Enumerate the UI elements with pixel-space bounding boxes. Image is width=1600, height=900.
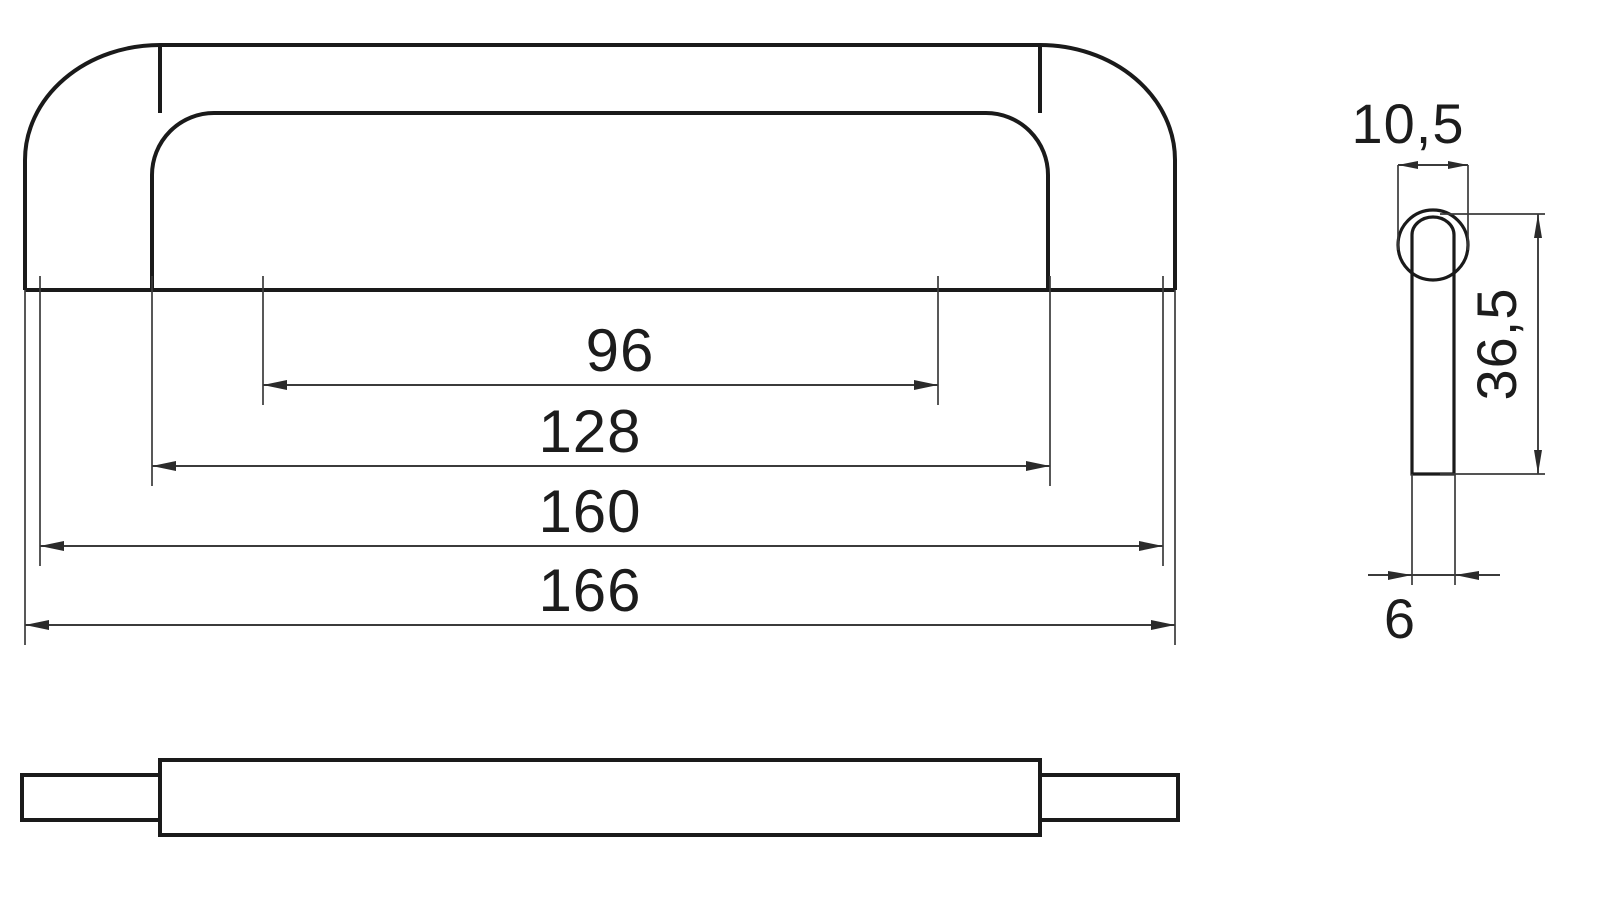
dim-128-label: 128 [538, 398, 641, 465]
plan-right-leg [1038, 773, 1180, 822]
side-profile-view [1396, 208, 1470, 476]
plan-center-grip [158, 758, 1042, 837]
dim-365-arrow-bottom [1534, 450, 1542, 474]
dim-160-label: 160 [538, 478, 641, 545]
dim-160-arrow-right [1139, 541, 1163, 551]
side-leg-profile [1410, 215, 1456, 476]
dimension-36-5: 36,5 [1465, 214, 1542, 474]
dim-96-label: 96 [586, 317, 655, 384]
dim-105-arrow-left [1398, 161, 1418, 169]
dim-6-arrow-right [1455, 571, 1479, 580]
front-view-extension-lines [24, 276, 1176, 645]
dimension-10-5: 10,5 [1352, 92, 1468, 169]
bottom-plan-view [20, 758, 1180, 837]
handle-outer-profile [23, 43, 1177, 290]
dimension-6: 6 [1368, 571, 1500, 650]
dim-128-arrow-left [152, 461, 176, 471]
dimension-160: 160 [40, 478, 1163, 551]
dim-96-arrow-right [914, 380, 938, 390]
dim-105-arrow-right [1448, 161, 1468, 169]
dim-128-arrow-right [1026, 461, 1050, 471]
dimension-96: 96 [263, 317, 938, 390]
dimension-128: 128 [152, 398, 1050, 471]
dimension-166: 166 [25, 557, 1175, 630]
dim-6-arrow-left [1388, 571, 1412, 580]
dim-166-arrow-right [1151, 620, 1175, 630]
dim-96-arrow-left [263, 380, 287, 390]
front-elevation-view [23, 43, 1177, 292]
dim-105-label: 10,5 [1352, 92, 1465, 155]
dim-365-arrow-top [1534, 214, 1542, 238]
dim-6-label: 6 [1384, 587, 1416, 650]
dim-166-label: 166 [538, 557, 641, 624]
side-view-extension-lines [1397, 165, 1545, 585]
dim-166-arrow-left [25, 620, 49, 630]
plan-left-leg [20, 773, 162, 822]
handle-inner-profile [150, 111, 1050, 290]
dim-160-arrow-left [40, 541, 64, 551]
dim-365-label: 36,5 [1465, 288, 1528, 401]
side-bar-circle [1396, 208, 1470, 282]
